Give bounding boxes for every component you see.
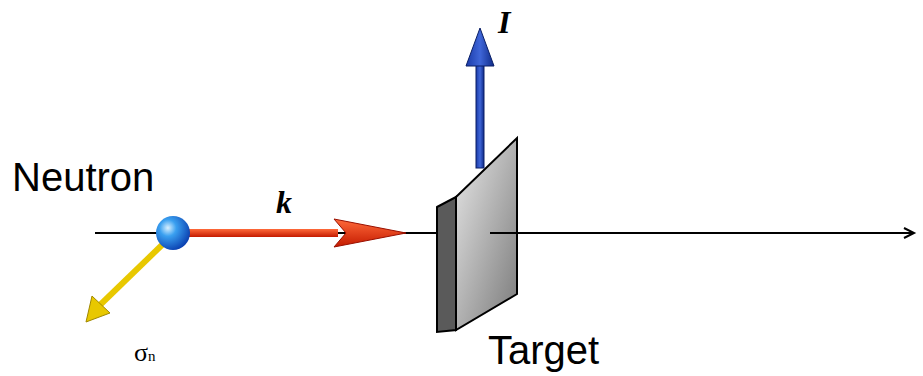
particle-label: Neutron: [12, 157, 154, 197]
beam-arrowhead: [904, 228, 914, 238]
spin-arrow-shaft: [100, 244, 163, 305]
beam-line: [490, 232, 912, 234]
spin-arrow-head: [86, 296, 110, 322]
target-label: Target: [488, 330, 599, 370]
vector-label: k: [276, 186, 292, 218]
spin-label: σn: [134, 340, 156, 366]
vector-label: I: [498, 6, 510, 38]
spin-arrow-head: [466, 28, 494, 66]
target-edge: [437, 197, 456, 332]
neutron-ball: [156, 216, 190, 250]
momentum-arrow-head: [334, 219, 406, 247]
spin-arrow-shaft: [476, 62, 484, 168]
momentum-arrow-shaft: [188, 229, 338, 237]
